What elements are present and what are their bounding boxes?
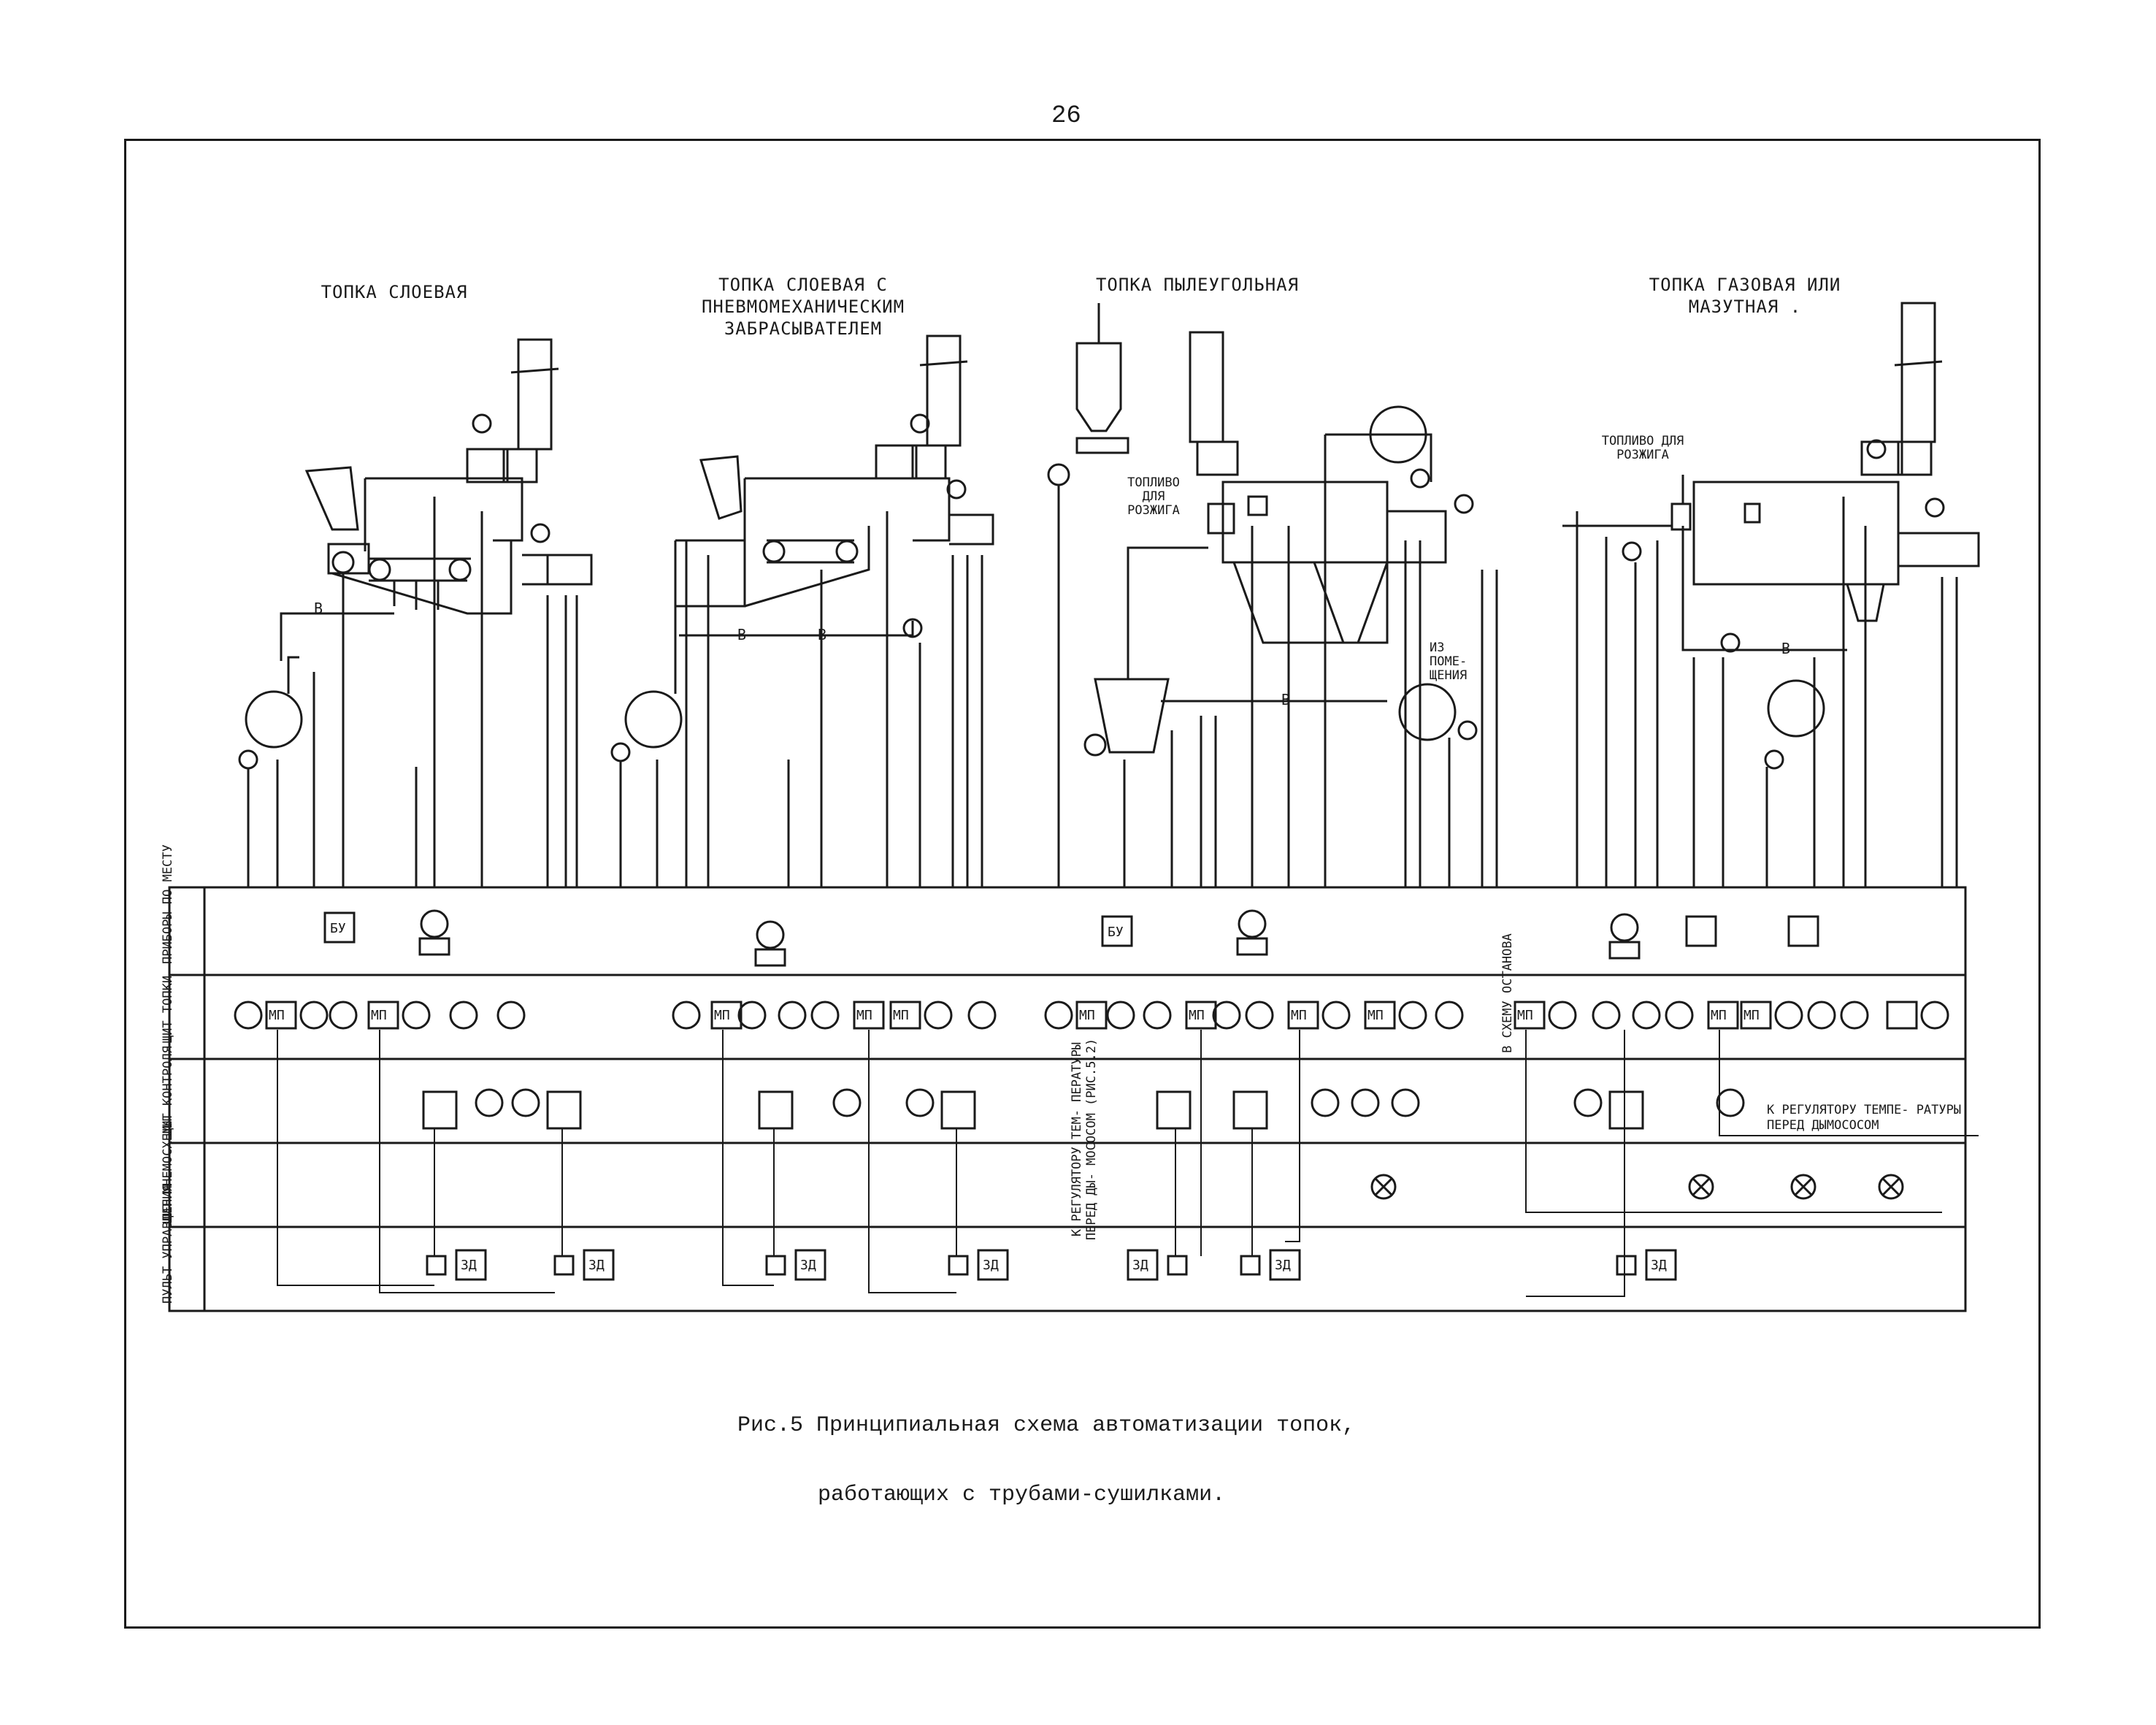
bu-box-label: БУ xyxy=(330,921,346,936)
figure-caption-line1: Рис.5 Принципиальная схема автоматизации… xyxy=(737,1413,1356,1438)
note-from-room: ИЗ ПОМЕ- ЩЕНИЯ xyxy=(1430,640,1468,683)
mp-box-label: МП xyxy=(893,1008,909,1023)
mimic-panel-lamps xyxy=(1370,1174,1904,1200)
svg-text:В: В xyxy=(737,626,746,643)
zd-box-label: ЗД xyxy=(1132,1258,1148,1273)
mp-box-label: МП xyxy=(1367,1008,1384,1023)
section-title-layer-furnace: ТОПКА СЛОЕВАЯ xyxy=(321,282,468,302)
mp-box-label: МП xyxy=(856,1008,872,1023)
instrument-table-grid xyxy=(168,886,1967,1312)
mp-box-label: МП xyxy=(1079,1008,1095,1023)
svg-text:В: В xyxy=(314,600,323,617)
mp-box-label: МП xyxy=(269,1008,285,1023)
note-regulator-right: К РЕГУЛЯТОРУ ТЕМПЕ- РАТУРЫ ПЕРЕД ДЫМОСОС… xyxy=(1767,1103,1962,1133)
drawing-frame xyxy=(124,139,2041,1629)
figure-caption-line2: работающих с трубами-сушилками. xyxy=(818,1483,1226,1507)
pulverized-furnace-equipment: В xyxy=(1047,303,1498,887)
control-panel-symbols xyxy=(422,1088,1745,1130)
section-title-spreader-furnace: ТОПКА СЛОЕВАЯ С ПНЕВМОМЕХАНИЧЕСКИМ ЗАБРА… xyxy=(701,275,905,339)
table-wiring xyxy=(277,1030,1979,1297)
mp-box-label: МП xyxy=(1189,1008,1205,1023)
zd-box-label: ЗД xyxy=(1275,1258,1291,1273)
furnace-panel-symbols xyxy=(234,1001,1949,1030)
svg-text:В: В xyxy=(1781,640,1790,657)
zd-box-label: ЗД xyxy=(983,1258,999,1273)
zd-box-label: ЗД xyxy=(461,1258,477,1273)
local-instrument-symbols xyxy=(323,909,1819,967)
layer-furnace-equipment: В xyxy=(238,338,593,887)
mp-box-label: МП xyxy=(1743,1008,1760,1023)
zd-box-label: ЗД xyxy=(800,1258,816,1273)
gas-oil-furnace-equipment: В xyxy=(1562,302,1980,887)
mp-box-label: МП xyxy=(371,1008,387,1023)
note-fuel-ignition-gas: ТОПЛИВО ДЛЯ РОЗЖИГА xyxy=(1601,434,1684,462)
control-desk-symbols xyxy=(426,1249,1677,1281)
section-title-pulverized-furnace: ТОПКА ПЫЛЕУГОЛЬНАЯ xyxy=(1095,275,1300,295)
instrument-box-labels: БУ БУ МП МП МП МП МП МП МП МП МП МП МП МП ЗД ЗД ЗД ЗД ЗД ЗД… xyxy=(269,921,1760,1273)
note-fuel-ignition-pulverized: ТОПЛИВО ДЛЯ РОЗЖИГА xyxy=(1127,475,1180,518)
mp-box-label: МП xyxy=(714,1008,730,1023)
zd-box-label: ЗД xyxy=(1651,1258,1667,1273)
spreader-furnace-equipment: В В xyxy=(610,334,994,887)
bu-box-label: БУ xyxy=(1108,925,1124,940)
zd-box-label: ЗД xyxy=(588,1258,605,1273)
mp-box-label: МП xyxy=(1291,1008,1307,1023)
mp-box-label: МП xyxy=(1517,1008,1533,1023)
section-title-gas-oil-furnace: ТОПКА ГАЗОВАЯ ИЛИ МАЗУТНАЯ . xyxy=(1649,275,1841,317)
mp-box-label: МП xyxy=(1711,1008,1727,1023)
page-number: 26 xyxy=(1051,102,1081,130)
